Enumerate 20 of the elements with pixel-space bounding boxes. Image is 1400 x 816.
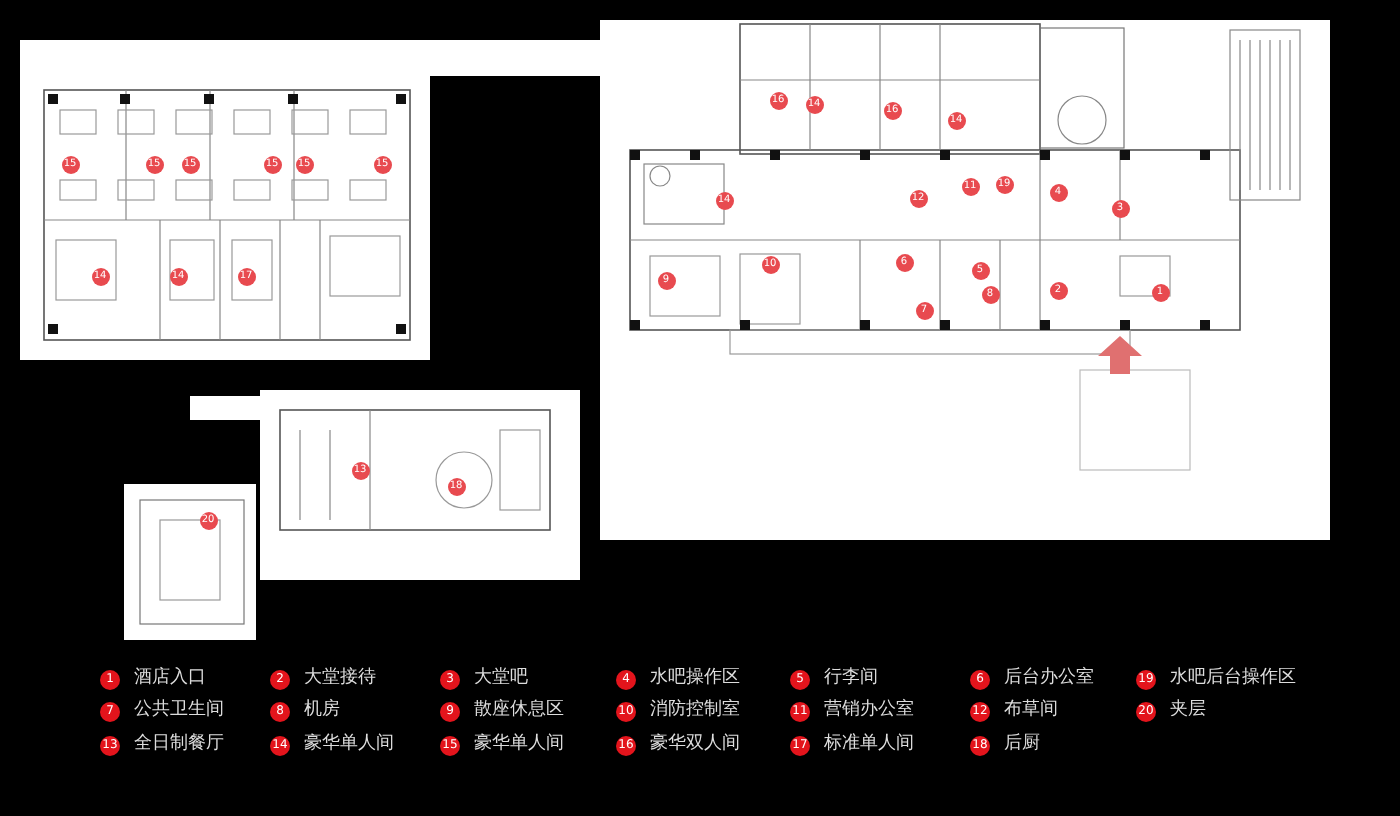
legend-text: 全日制餐厅: [134, 734, 224, 756]
legend-text: 夹层: [1170, 700, 1206, 722]
legend-text: 后台办公室: [1004, 668, 1094, 690]
legend-text: 标准单人间: [824, 734, 914, 756]
legend-text: 后厨: [1004, 734, 1040, 756]
legend-text: 大堂吧: [474, 668, 528, 690]
legend-text: 行李间: [824, 668, 878, 690]
legend-text: 散座休息区: [474, 700, 564, 722]
legend-text: 酒店入口: [134, 668, 206, 690]
legend-text: 豪华单人间: [474, 734, 564, 756]
legend-text: 消防控制室: [650, 700, 740, 722]
legend-text: 水吧后台操作区: [1170, 668, 1296, 690]
legend-text: 大堂接待: [304, 668, 376, 690]
legend-text: 公共卫生间: [134, 700, 224, 722]
legend-text: 机房: [304, 700, 340, 722]
legend-text: 营销办公室: [824, 700, 914, 722]
legend-text: 布草间: [1004, 700, 1058, 722]
legend-text: 豪华单人间: [304, 734, 394, 756]
legend-text: 水吧操作区: [650, 668, 740, 690]
legend-text: 豪华双人间: [650, 734, 740, 756]
